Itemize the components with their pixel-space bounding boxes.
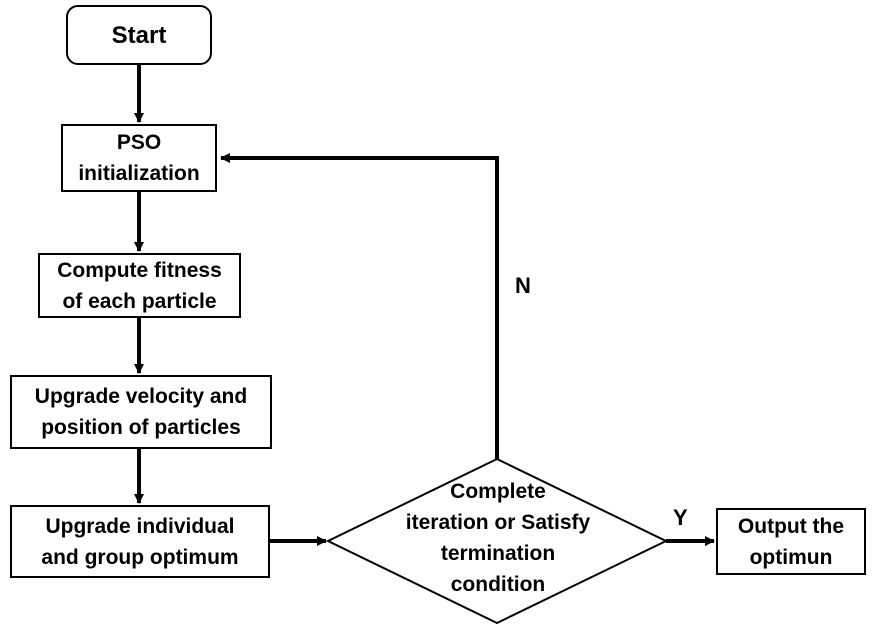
pso-init-line-1: PSO	[116, 131, 162, 154]
decision-line-3: termination	[440, 542, 556, 565]
yes-branch-label: Y	[673, 505, 688, 530]
pso-initialization-node: PSO initialization	[61, 124, 217, 192]
decision-line-4: condition	[450, 573, 546, 596]
no-branch-label: N	[515, 273, 531, 298]
decision-label: Complete iteration or Satisfy terminatio…	[383, 476, 613, 600]
upgrade-optimum-line-2: and group optimum	[41, 545, 239, 569]
output-line-2: optimun	[749, 545, 833, 569]
decision-line-1: Complete	[450, 480, 546, 503]
arrow-decision-no-loop	[220, 153, 499, 459]
compute-fitness-node: Compute fitness of each particle	[38, 253, 241, 318]
compute-fitness-line-1: Compute fitness	[57, 258, 222, 282]
start-node: Start	[66, 5, 212, 65]
start-label: Start	[111, 21, 167, 49]
upgrade-optimum-line-1: Upgrade individual	[45, 514, 235, 538]
upgrade-velocity-line-2: position of particles	[41, 416, 241, 439]
compute-fitness-line-2: of each particle	[62, 289, 217, 313]
upgrade-velocity-line-1: Upgrade velocity and	[34, 385, 248, 408]
pso-init-line-2: initialization	[78, 162, 200, 185]
upgrade-optimum-node: Upgrade individual and group optimum	[10, 505, 270, 578]
decision-line-2: iteration or Satisfy	[405, 511, 591, 534]
upgrade-velocity-node: Upgrade velocity and position of particl…	[10, 375, 272, 449]
output-line-1: Output the	[737, 514, 845, 538]
output-optimum-node: Output the optimun	[716, 508, 866, 575]
